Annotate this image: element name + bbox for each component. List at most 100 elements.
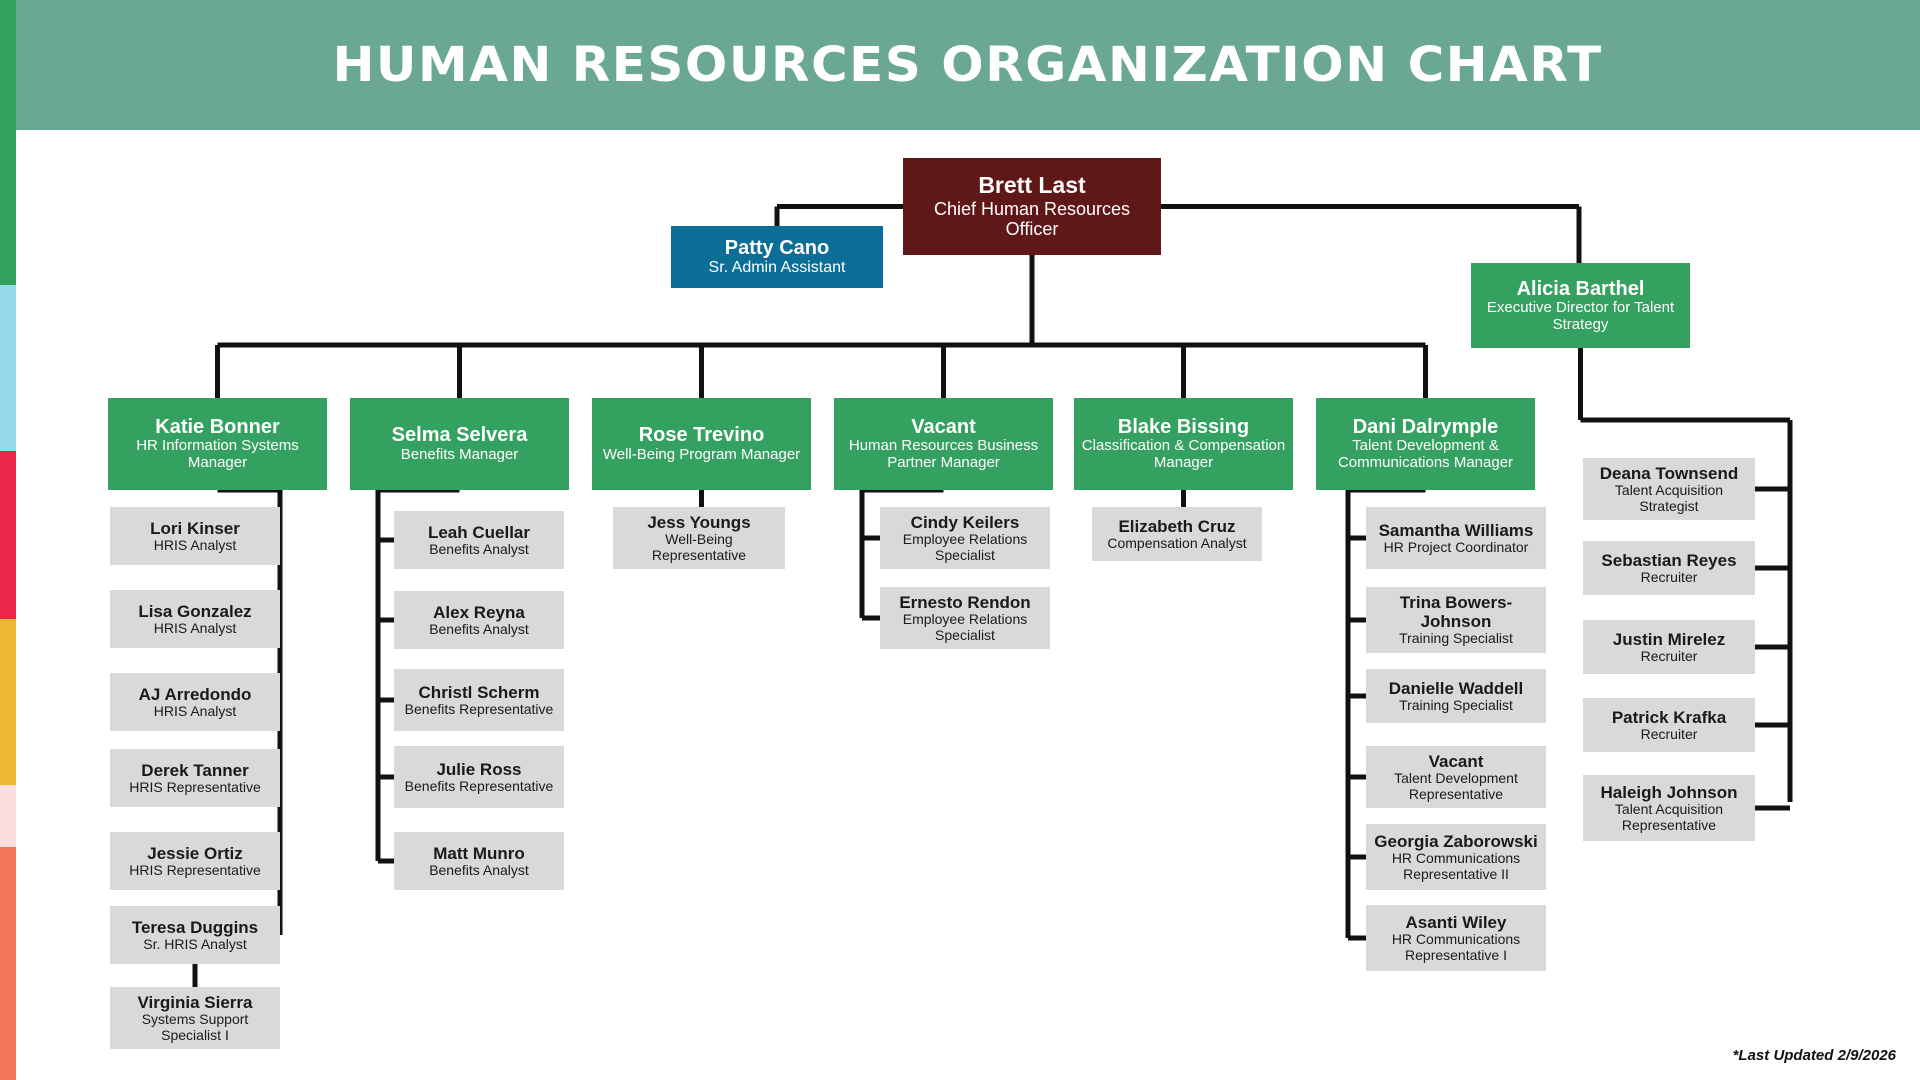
node-name: Matt Munro xyxy=(433,843,525,863)
node-name: Asanti Wiley xyxy=(1405,912,1507,932)
node-name: Vacant xyxy=(1428,751,1484,771)
node-title: Employee Relations Specialist xyxy=(902,610,1028,643)
node-name: Lisa Gonzalez xyxy=(138,601,252,621)
node-title: Employee Relations Specialist xyxy=(902,530,1028,563)
node-name: Deana Townsend xyxy=(1599,463,1739,483)
node-title: Talent Development Representative xyxy=(1394,769,1518,802)
node-name: Justin Mirelez xyxy=(1612,629,1726,649)
chart-header: HUMAN RESOURCES ORGANIZATION CHART xyxy=(16,0,1920,130)
node-name: Blake Bissing xyxy=(1117,416,1250,438)
node-title: Talent Acquisition Strategist xyxy=(1614,481,1724,514)
node-name: Brett Last xyxy=(978,172,1086,199)
node-name: Katie Bonner xyxy=(155,416,280,438)
node-name: Haleigh Johnson xyxy=(1600,782,1738,802)
node-name: Trina Bowers-Johnson xyxy=(1399,593,1513,632)
node-title: Executive Director for Talent Strategy xyxy=(1486,298,1675,333)
node-title: HRIS Representative xyxy=(129,778,261,795)
node-name: Derek Tanner xyxy=(141,760,249,780)
node-title: Talent Development & Communications Mana… xyxy=(1337,437,1514,472)
node-title: Benefits Representative xyxy=(404,700,554,717)
node-title: HRIS Analyst xyxy=(153,536,237,553)
node-name: Sebastian Reyes xyxy=(1601,550,1737,570)
node-title: HR Project Coordinator xyxy=(1383,538,1529,555)
node-name: Cindy Keilers xyxy=(910,512,1020,532)
node-title: Well-Being Program Manager xyxy=(602,445,801,463)
node-title: Sr. Admin Assistant xyxy=(708,259,846,277)
node-title: Benefits Analyst xyxy=(429,861,529,878)
node-title: Talent Acquisition Representative xyxy=(1614,800,1724,833)
node-name: Danielle Waddell xyxy=(1388,678,1524,698)
accent-rail-coral xyxy=(0,847,16,1080)
node-title: Benefits Representative xyxy=(404,777,554,794)
node-name: Alicia Barthel xyxy=(1516,277,1645,300)
node-name: Leah Cuellar xyxy=(427,522,531,542)
node-title: Training Specialist xyxy=(1399,630,1513,647)
node-name: Julie Ross xyxy=(436,759,522,779)
node-name: Samantha Williams xyxy=(1378,520,1534,540)
node-name: Elizabeth Cruz xyxy=(1118,516,1236,536)
node-title: Chief Human Resources Officer xyxy=(933,199,1131,240)
node-title: HRIS Analyst xyxy=(153,702,237,719)
node-title: Benefits Manager xyxy=(400,445,519,463)
node-title: HR Communications Representative II xyxy=(1391,849,1521,882)
node-name: Patrick Krafka xyxy=(1611,707,1727,727)
accent-rail-gold xyxy=(0,619,16,785)
node-title: Well-Being Representative xyxy=(651,530,747,563)
node-name: Teresa Duggins xyxy=(131,917,259,937)
node-title: Systems Support Specialist I xyxy=(141,1010,249,1043)
node-title: Training Specialist xyxy=(1399,696,1513,713)
accent-rail-blue xyxy=(0,285,16,451)
accent-rail-green xyxy=(0,0,16,285)
node-title: HR Information Systems Manager xyxy=(136,437,299,472)
accent-rail-pink xyxy=(0,785,16,847)
node-title: HRIS Representative xyxy=(129,861,261,878)
node-name: Selma Selvera xyxy=(391,424,528,447)
node-name: Lori Kinser xyxy=(150,518,240,538)
node-name: Christl Scherm xyxy=(418,682,540,702)
node-title: Recruiter xyxy=(1640,725,1698,742)
node-name: AJ Arredondo xyxy=(138,684,252,704)
accent-rail-red xyxy=(0,451,16,619)
node-title: HRIS Analyst xyxy=(153,619,237,636)
node-title: Compensation Analyst xyxy=(1107,534,1247,551)
node-title: Benefits Analyst xyxy=(429,620,529,637)
node-name: Ernesto Rendon xyxy=(899,592,1031,612)
node-title: Recruiter xyxy=(1640,568,1698,585)
